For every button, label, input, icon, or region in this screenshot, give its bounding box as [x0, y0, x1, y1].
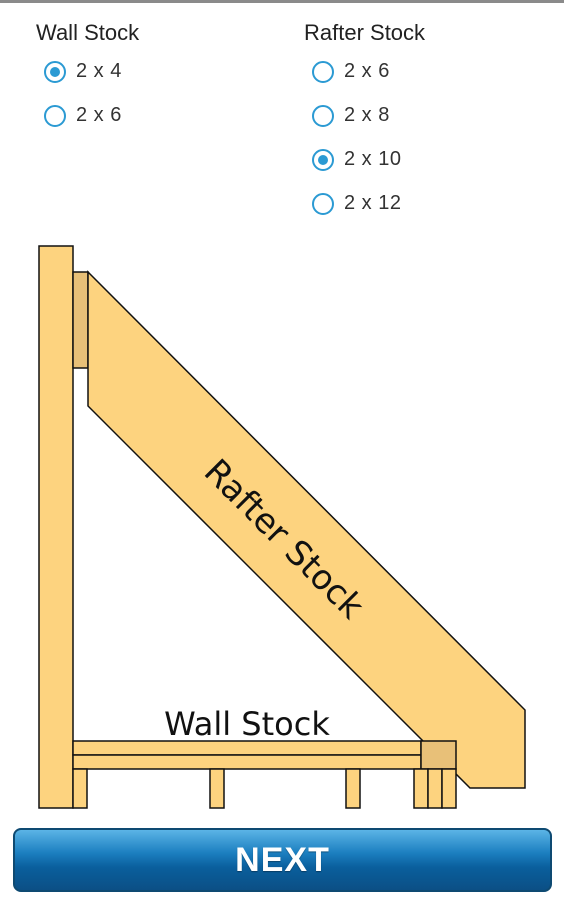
rafter-board [87, 270, 526, 789]
wall-stock-option-2x6[interactable]: 2 x 6 [44, 104, 122, 127]
wall-stock-label: Wall Stock [36, 20, 140, 45]
wall-stock-option-label: 2 x 4 [76, 60, 122, 82]
wall-stud-left [38, 245, 74, 809]
ledger-block [72, 271, 89, 369]
radio-icon[interactable] [312, 60, 334, 83]
wall-stud [72, 768, 88, 809]
rafter-stock-option-label: 2 x 6 [344, 60, 390, 82]
wall-stock-diagram-label: Wall Stock [164, 705, 330, 743]
top-plate [72, 740, 422, 756]
rafter-stock-option-2x8[interactable]: 2 x 8 [312, 104, 390, 127]
radio-icon[interactable] [312, 148, 334, 171]
radio-icon[interactable] [44, 60, 66, 83]
rafter-stock-label: Rafter Stock [304, 20, 426, 45]
end-post-stud [427, 768, 443, 809]
rafter-stock-option-label: 2 x 10 [344, 148, 402, 170]
wall-stock-option-label: 2 x 6 [76, 104, 122, 126]
rafter-stock-option-label: 2 x 8 [344, 104, 390, 126]
radio-icon[interactable] [44, 104, 66, 127]
double-plate [72, 754, 422, 770]
wall-stud [345, 768, 361, 809]
end-post-stud [441, 768, 457, 809]
wall-stock-option-2x4[interactable]: 2 x 4 [44, 60, 122, 83]
rafter-stock-option-label: 2 x 12 [344, 192, 402, 214]
rafter-stock-option-2x10[interactable]: 2 x 10 [312, 148, 401, 171]
radio-icon[interactable] [312, 192, 334, 215]
end-post-stud [413, 768, 429, 809]
radio-icon[interactable] [312, 104, 334, 127]
top-divider [0, 0, 564, 3]
wall-stud [209, 768, 225, 809]
rafter-stock-option-2x6[interactable]: 2 x 6 [312, 60, 390, 83]
end-post-block [420, 740, 457, 770]
rafter-stock-option-2x12[interactable]: 2 x 12 [312, 192, 401, 215]
next-button[interactable]: NEXT [13, 828, 552, 892]
